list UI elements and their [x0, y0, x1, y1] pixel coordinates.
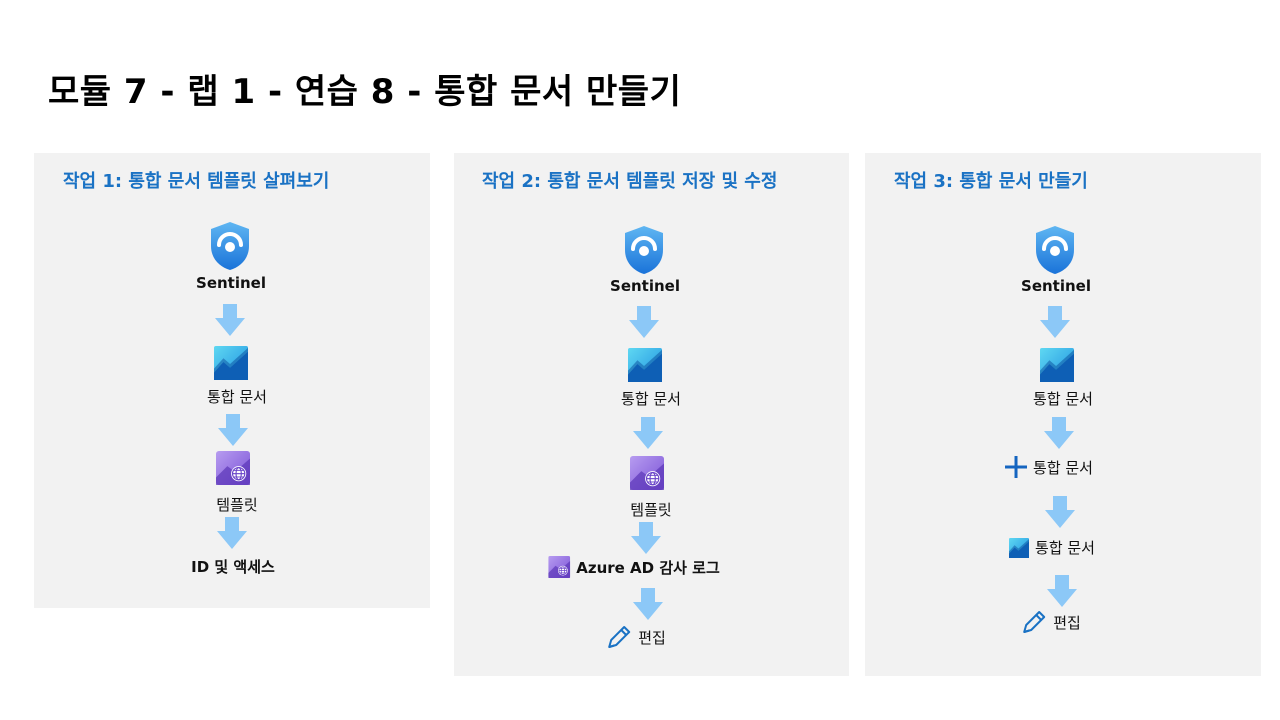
- step-azure-ad-audit-logs: Azure AD 감사 로그: [548, 556, 720, 578]
- step-edit: 편집: [606, 624, 666, 650]
- template-icon: [548, 556, 570, 578]
- task-2-panel: 작업 2: 통합 문서 템플릿 저장 및 수정 Sentinel 통합 문서 템…: [454, 153, 849, 676]
- template-icon: [630, 456, 664, 490]
- workbook-icon: [214, 346, 248, 380]
- step-label: 템플릿: [630, 501, 672, 519]
- sentinel-icon: [623, 225, 665, 275]
- step-label: 통합 문서: [1033, 458, 1093, 477]
- step-workbooks: 통합 문서: [621, 388, 681, 409]
- workbook-icon: [1040, 348, 1074, 382]
- step-label: Sentinel: [196, 274, 266, 292]
- workbook-icon: [1009, 538, 1029, 558]
- step-identity-access: ID 및 액세스: [191, 556, 275, 577]
- task-1-panel: 작업 1: 통합 문서 템플릿 살펴보기 Sentinel 통합 문서 템플릿 …: [34, 153, 430, 608]
- step-label: ID 및 액세스: [191, 558, 275, 576]
- step-label: Azure AD 감사 로그: [576, 558, 720, 577]
- arrow-down-icon: [1047, 575, 1077, 607]
- template-icon: [216, 451, 250, 485]
- sentinel-icon: [1034, 225, 1076, 275]
- step-label: 통합 문서: [621, 390, 681, 408]
- step-add-workbook: 통합 문서: [1005, 456, 1093, 478]
- arrow-down-icon: [631, 522, 661, 554]
- step-edit: 편집: [1021, 609, 1081, 635]
- step-label: Sentinel: [1021, 277, 1091, 295]
- arrow-down-icon: [1040, 306, 1070, 338]
- arrow-down-icon: [1044, 417, 1074, 449]
- arrow-down-icon: [215, 304, 245, 336]
- arrow-down-icon: [1045, 496, 1075, 528]
- workbook-icon: [628, 348, 662, 382]
- page-title: 모듈 7 - 랩 1 - 연습 8 - 통합 문서 만들기: [48, 72, 682, 112]
- task-3-panel: 작업 3: 통합 문서 만들기 Sentinel 통합 문서 통합 문서 통합 …: [865, 153, 1261, 676]
- step-label: 편집: [1053, 613, 1081, 632]
- step-workbooks: 통합 문서: [207, 386, 267, 407]
- step-sentinel: Sentinel: [1021, 277, 1091, 295]
- task-2-title: 작업 2: 통합 문서 템플릿 저장 및 수정: [482, 171, 778, 192]
- step-sentinel: Sentinel: [196, 274, 266, 292]
- step-label: 편집: [638, 628, 666, 647]
- sentinel-icon: [209, 221, 251, 271]
- arrow-down-icon: [217, 517, 247, 549]
- step-template: 템플릿: [216, 494, 257, 515]
- step-label: 통합 문서: [1033, 390, 1093, 408]
- step-label: 통합 문서: [207, 388, 267, 406]
- arrow-down-icon: [633, 417, 663, 449]
- step-template: 템플릿: [630, 499, 671, 520]
- plus-icon: [1005, 456, 1027, 478]
- arrow-down-icon: [629, 306, 659, 338]
- arrow-down-icon: [633, 588, 663, 620]
- task-1-title: 작업 1: 통합 문서 템플릿 살펴보기: [63, 171, 330, 192]
- pencil-icon: [1021, 609, 1047, 635]
- step-sentinel: Sentinel: [610, 277, 680, 295]
- step-label: Sentinel: [610, 277, 680, 295]
- arrow-down-icon: [218, 414, 248, 446]
- step-workbook: 통합 문서: [1009, 537, 1095, 558]
- pencil-icon: [606, 624, 632, 650]
- step-workbooks: 통합 문서: [1033, 388, 1093, 409]
- step-label: 통합 문서: [1035, 539, 1095, 557]
- step-label: 템플릿: [216, 496, 258, 514]
- task-3-title: 작업 3: 통합 문서 만들기: [894, 171, 1088, 192]
